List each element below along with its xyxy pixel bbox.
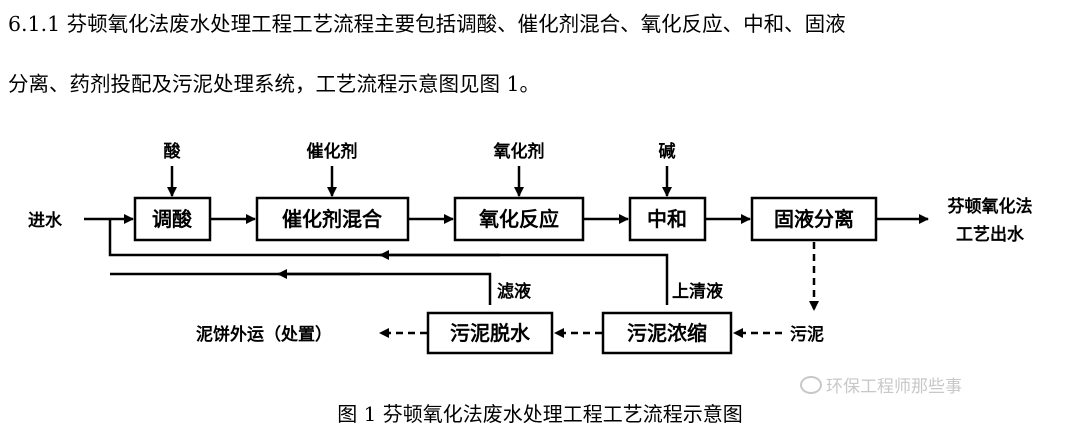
box-adjust-acid-label: 调酸: [152, 207, 193, 231]
box-oxidation-label: 氧化反应: [478, 207, 559, 231]
paragraph-line-1: 6.1.1 芬顿氧化法废水处理工程工艺流程主要包括调酸、催化剂混合、氧化反应、中…: [8, 12, 846, 36]
label-outlet-line1: 芬顿氧化法: [947, 196, 1033, 217]
box-adjust-acid: 调酸: [133, 196, 212, 242]
box-sludge-dewater-label: 污泥脱水: [450, 321, 531, 345]
box-oxidation: 氧化反应: [453, 196, 585, 242]
watermark-text: 环保工程师那些事: [826, 377, 962, 397]
line-filtrate-return: [110, 272, 492, 305]
box-sludge-dewater: 污泥脱水: [426, 311, 554, 355]
label-alkali: 碱: [659, 141, 676, 162]
label-cake: 泥饼外运（处置）: [196, 324, 332, 345]
box-separation-label: 固液分离: [774, 207, 854, 231]
label-catalyst: 催化剂: [307, 141, 358, 162]
box-separation: 固液分离: [750, 196, 878, 242]
box-neutralize: 中和: [628, 196, 707, 242]
label-sludge: 污泥: [790, 324, 824, 345]
box-catalyst-mix: 催化剂混合: [255, 196, 410, 242]
label-supernatant: 上清液: [672, 281, 723, 302]
figure-caption: 图 1 芬顿氧化法废水处理工程工艺流程示意图: [337, 402, 743, 426]
box-catalyst-mix-label: 催化剂混合: [282, 207, 383, 231]
box-neutralize-label: 中和: [647, 207, 687, 231]
label-filtrate: 滤液: [497, 281, 531, 302]
paragraph-line-2: 分离、药剂投配及污泥处理系统，工艺流程示意图见图 1。: [8, 72, 541, 96]
box-sludge-thicken-label: 污泥浓缩: [627, 321, 707, 345]
box-sludge-thicken: 污泥浓缩: [601, 311, 733, 355]
label-inlet: 进水: [28, 210, 63, 231]
watermark: 环保工程师那些事: [800, 372, 962, 397]
label-oxidant: 氧化剂: [493, 141, 545, 162]
chat-bubble-icon: [800, 376, 822, 394]
label-acid: 酸: [164, 141, 182, 162]
label-outlet-line2: 工艺出水: [956, 224, 1025, 245]
